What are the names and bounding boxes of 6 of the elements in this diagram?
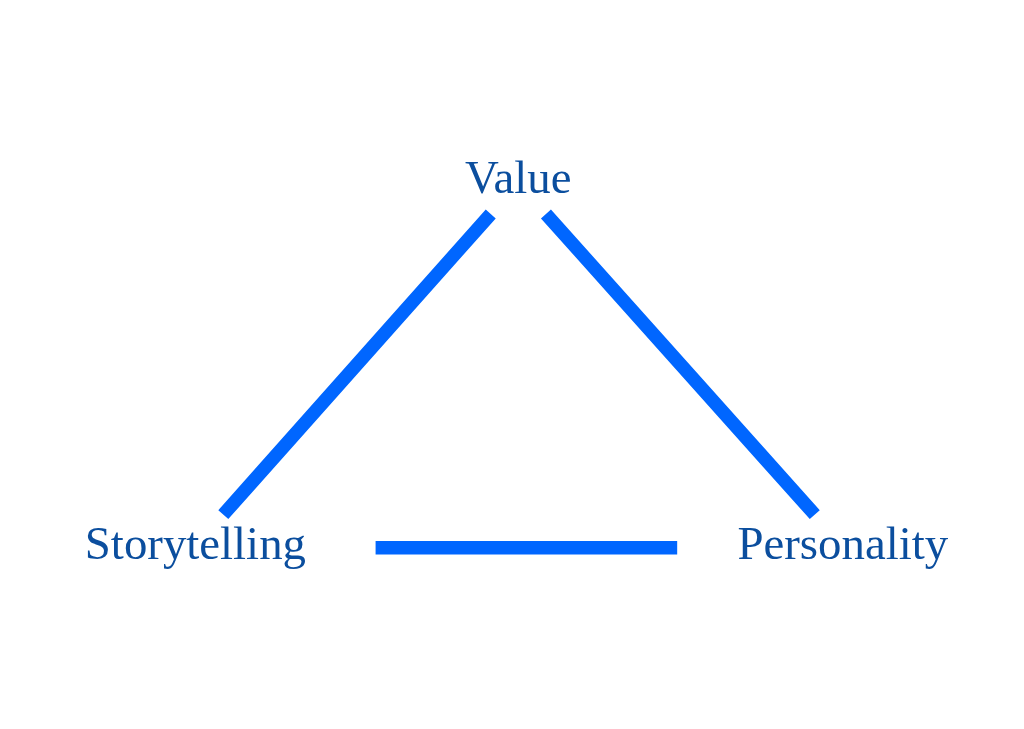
connector <box>375 541 678 555</box>
node-text: Storytelling <box>84 517 306 570</box>
node-text: Value <box>464 150 572 203</box>
connector <box>540 209 820 520</box>
connector <box>218 209 496 520</box>
node-text: Personality <box>737 517 949 570</box>
